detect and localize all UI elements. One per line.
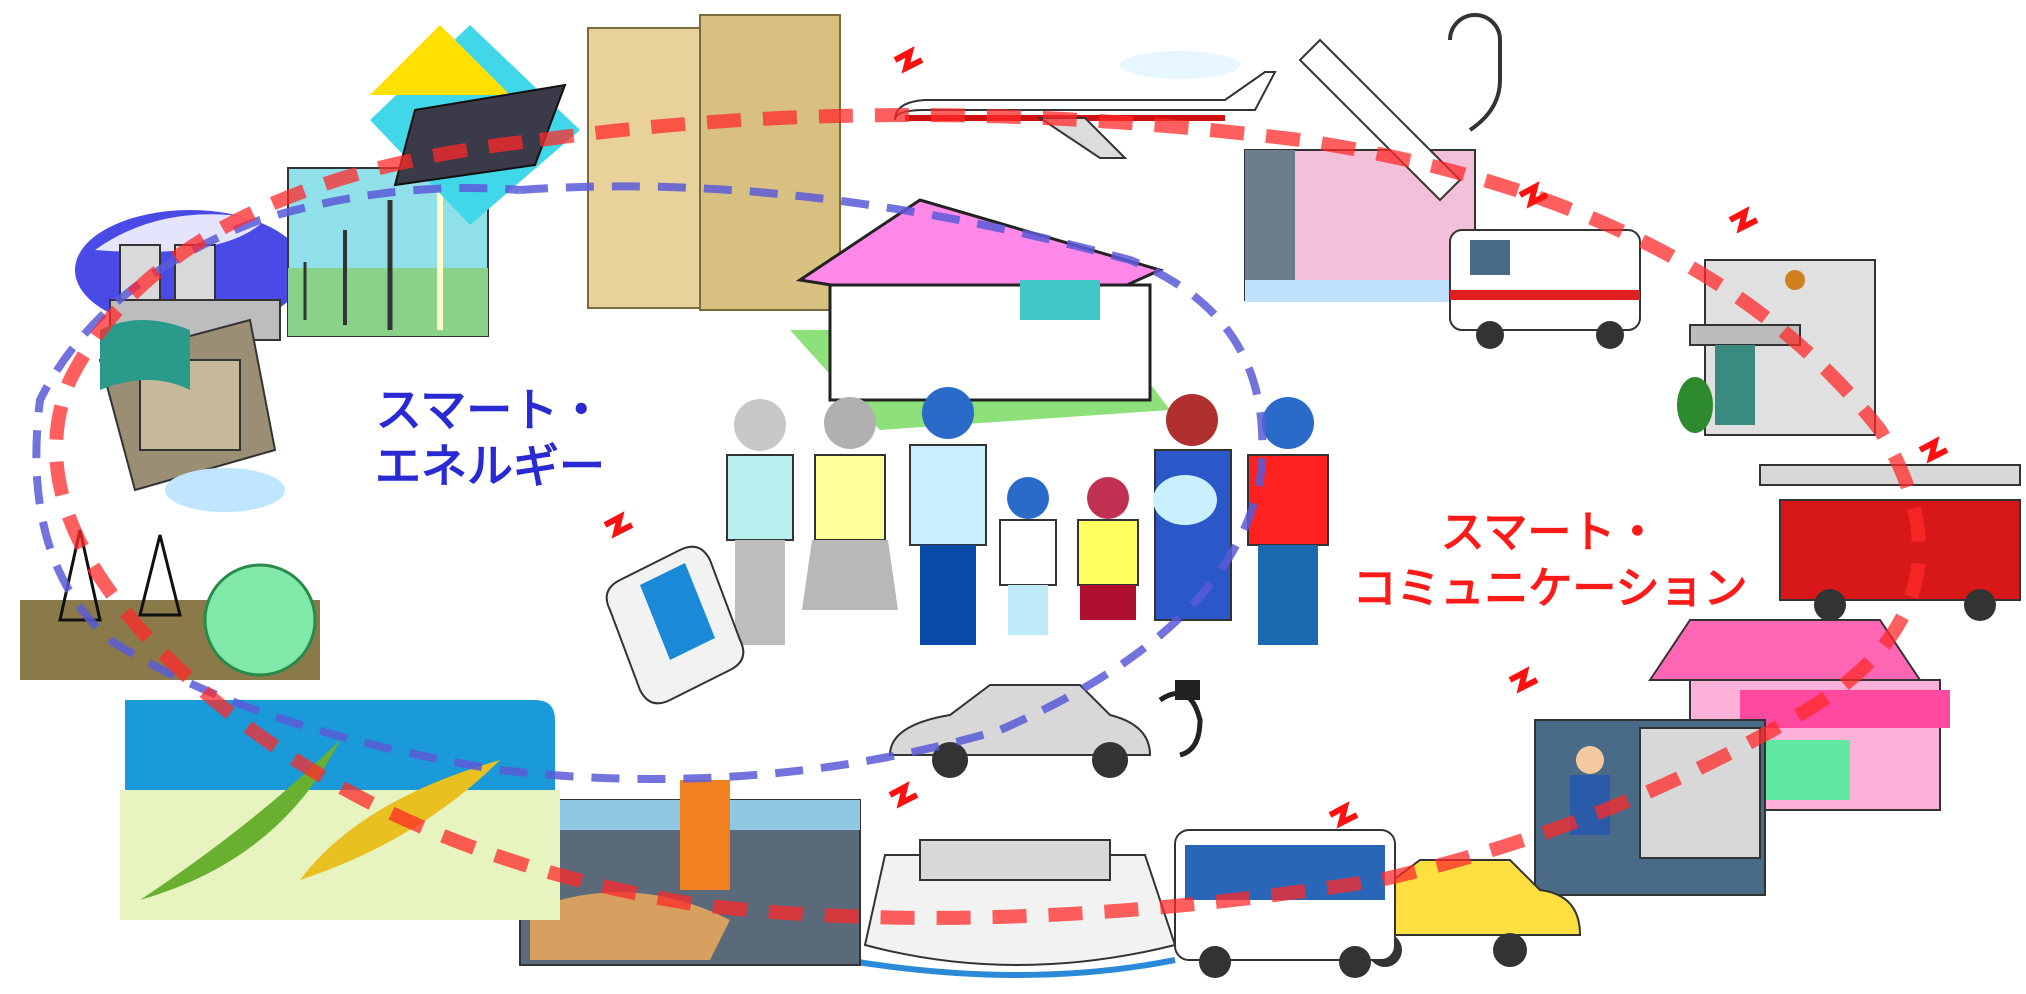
smart-energy-line1: スマート・ bbox=[360, 382, 620, 438]
smart-communication-line2: コミュニケーション bbox=[1340, 561, 1760, 617]
police-box-illustration bbox=[1677, 260, 1875, 435]
smart-energy-label: スマート・ エネルギー bbox=[360, 382, 620, 494]
airplane-illustration bbox=[895, 51, 1275, 158]
smart-energy-line2: エネルギー bbox=[360, 438, 620, 494]
signal-icon bbox=[1510, 672, 1537, 688]
signal-icon bbox=[890, 787, 917, 803]
mobile-device-illustration bbox=[607, 547, 744, 704]
family-illustration bbox=[727, 387, 1328, 645]
smart-communication-label: スマート・ コミュニケーション bbox=[1340, 505, 1760, 617]
house-illustration bbox=[790, 200, 1170, 430]
signal-icon bbox=[1330, 807, 1357, 823]
hydro-dam-illustration bbox=[100, 320, 285, 512]
bus-illustration bbox=[1175, 830, 1395, 978]
mother-figure bbox=[1153, 394, 1231, 620]
signal-icon bbox=[895, 52, 922, 68]
ambulance-illustration bbox=[1450, 230, 1640, 349]
stethoscope-illustration bbox=[1450, 15, 1500, 130]
electric-car-illustration bbox=[890, 680, 1200, 778]
apartment-building-illustration bbox=[588, 15, 840, 310]
boy-figure bbox=[1000, 477, 1056, 635]
delivery-illustration bbox=[1535, 720, 1765, 895]
smart-communication-line1: スマート・ bbox=[1340, 505, 1760, 561]
signal-icon bbox=[1730, 212, 1757, 228]
grandfather-figure bbox=[727, 399, 793, 645]
fire-truck-illustration bbox=[1760, 465, 2020, 621]
girl-figure bbox=[1078, 477, 1138, 620]
signal-icon bbox=[605, 517, 632, 533]
signal-icon bbox=[1920, 442, 1947, 458]
